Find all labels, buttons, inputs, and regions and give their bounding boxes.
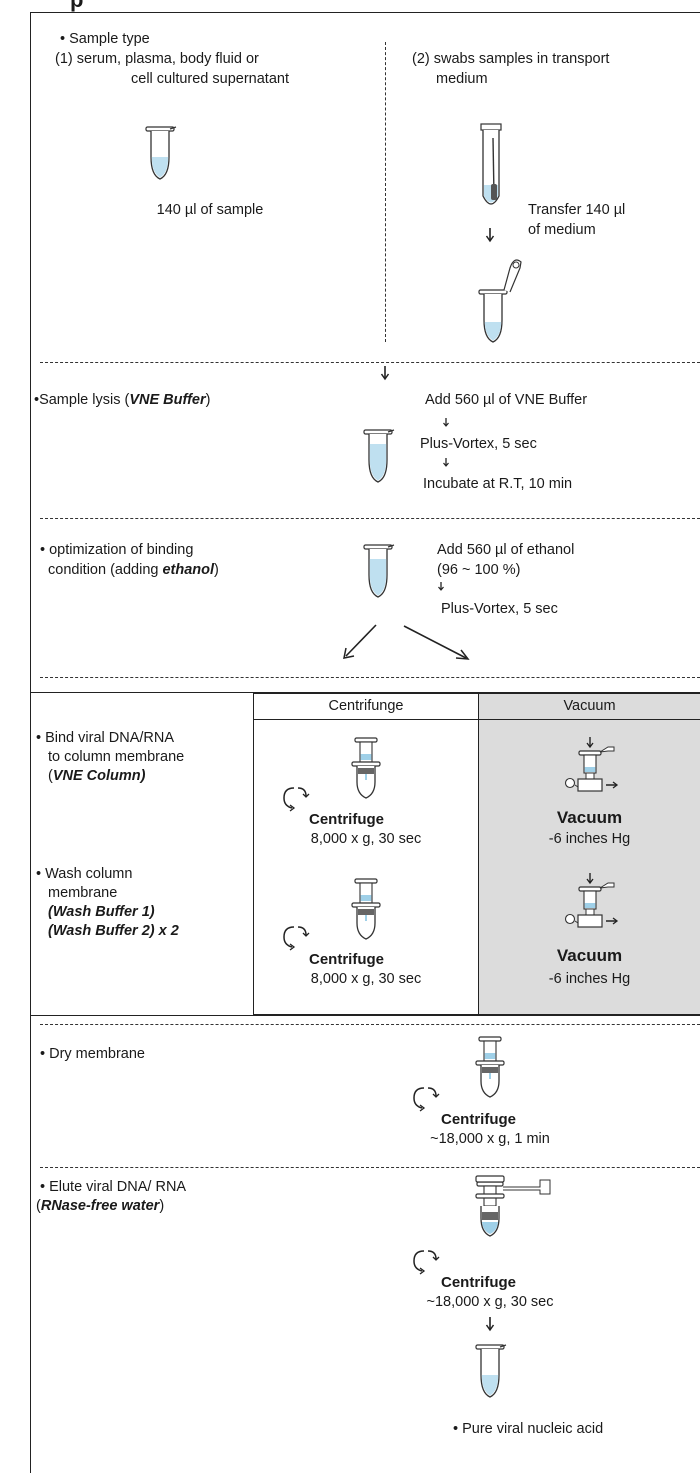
elute-result: • Pure viral nucleic acid (453, 1421, 604, 1437)
elute-label-line2: (RNase-free water) (36, 1198, 165, 1214)
bind-centrifuge-label: Centrifuge (309, 811, 384, 828)
binding-step2: Plus-Vortex, 5 sec (441, 601, 558, 617)
sample-type1-line2: cell cultured supernatant (131, 71, 289, 87)
wash-vacuum-setting: -6 inches Hg (548, 971, 631, 987)
dry-label: • Dry membrane (40, 1046, 145, 1062)
vacuum-column-header: Vacuum (563, 698, 616, 714)
table-header-line (253, 719, 700, 720)
swab-tube-icon (480, 123, 502, 205)
final-tube-icon (475, 1344, 507, 1398)
sample-type1-line1: (1) serum, plasma, body fluid or (55, 51, 259, 67)
dry-centrifuge-spin-icon (413, 1087, 440, 1112)
bind-label-line3: (VNE Column) (48, 768, 146, 784)
sample-type2-line1: (2) swabs samples in transport (412, 51, 610, 67)
title-fragment: p (70, 0, 83, 11)
section-divider-5 (40, 1167, 700, 1168)
wash-label-line2: membrane (48, 885, 118, 901)
section-divider-4 (40, 1024, 700, 1025)
elute-centrifuge-label: Centrifuge (441, 1274, 516, 1291)
sample-type-heading: • Sample type (60, 31, 150, 47)
open-tube-icon (478, 259, 522, 343)
binding-step1-line2: (96 ~ 100 %) (437, 562, 521, 578)
lysis-step3: Incubate at R.T, 10 min (423, 476, 573, 492)
transfer-line2: of medium (528, 222, 596, 238)
bind-label-line1: • Bind viral DNA/RNA (36, 730, 175, 746)
elute-tube-icon (475, 1175, 551, 1237)
table-bottom-line (30, 1015, 700, 1016)
wash-label-line3: (Wash Buffer 1) (48, 904, 155, 920)
wash-centrifuge-label: Centrifuge (309, 951, 384, 968)
wash-label-line1: • Wash column (36, 866, 133, 882)
vacuum-column-box (479, 693, 700, 1015)
sample-type2-line2: medium (436, 71, 488, 87)
elute-arrow-icon (485, 1316, 495, 1331)
centrifuge-column-box (253, 693, 479, 1015)
lysis-heading: •Sample lysis (VNE Buffer) (34, 392, 211, 408)
binding-heading-line1: • optimization of binding (40, 542, 194, 558)
lysis-step1: Add 560 µl of VNE Buffer (425, 392, 588, 408)
binding-step1-line1: Add 560 µl of ethanol (437, 542, 575, 558)
protocol-frame (30, 12, 700, 1473)
split-arrows-icon (343, 624, 470, 660)
dry-setting: ~18,000 x g, 1 min (430, 1131, 550, 1147)
section-divider-2 (40, 518, 700, 519)
table-top-line (30, 692, 700, 693)
sample-type1-amount: 140 µl of sample (156, 202, 264, 218)
elute-setting: ~18,000 x g, 30 sec (426, 1294, 554, 1310)
bind-vacuum-label: Vacuum (556, 808, 623, 827)
sample-divider (385, 42, 386, 342)
binding-heading-line2: condition (adding ethanol) (48, 562, 219, 578)
wash-vacuum-label: Vacuum (556, 946, 623, 965)
centrifuge-column-header: Centrifunge (328, 698, 404, 714)
section-divider-3 (40, 677, 700, 678)
wash-label-line4: (Wash Buffer 2) x 2 (48, 923, 179, 939)
bind-centrifuge-setting: 8,000 x g, 30 sec (310, 831, 422, 847)
section-divider-1 (40, 362, 700, 363)
dry-centrifuge-label: Centrifuge (441, 1111, 516, 1128)
wash-centrifuge-setting: 8,000 x g, 30 sec (310, 971, 422, 987)
dry-column-tube-icon (475, 1036, 505, 1098)
elute-label-line1: • Elute viral DNA/ RNA (40, 1179, 187, 1195)
transfer-line1: Transfer 140 µl (528, 202, 626, 218)
bind-label-line2: to column membrane (48, 749, 185, 765)
bind-vacuum-setting: -6 inches Hg (548, 831, 631, 847)
elute-centrifuge-spin-icon (413, 1250, 440, 1275)
lysis-step2: Plus-Vortex, 5 sec (420, 436, 537, 452)
